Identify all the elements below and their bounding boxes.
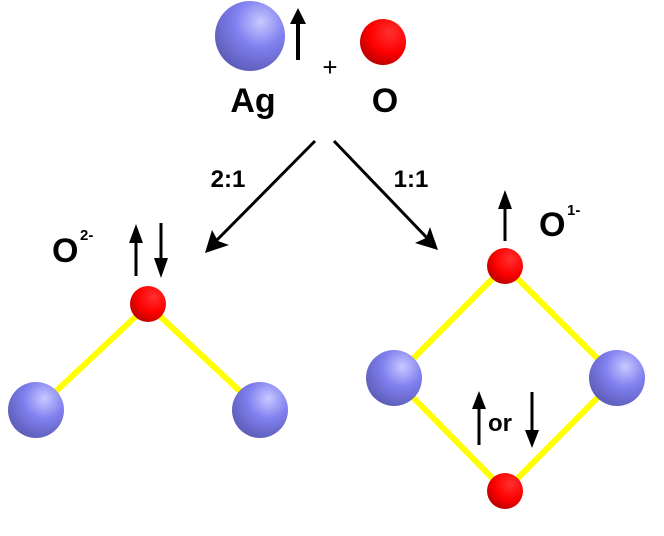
right-bonds bbox=[391, 263, 620, 494]
o2-charge-label: 2- bbox=[80, 227, 93, 244]
left-silver-atom-1 bbox=[8, 382, 64, 438]
right-silver-atom-1 bbox=[366, 350, 422, 406]
spin-up-arrow-icon bbox=[498, 190, 512, 241]
reactant-silver-atom bbox=[215, 1, 285, 71]
ratio-label-1-1: 1:1 bbox=[394, 166, 429, 193]
spin-up-arrow-icon bbox=[472, 391, 486, 445]
spin-down-arrow-icon bbox=[525, 392, 539, 448]
right-reaction-arrow-icon bbox=[332, 139, 438, 250]
o1-ion-label: O bbox=[539, 206, 565, 244]
left-silver-atom-2 bbox=[232, 382, 288, 438]
spin-down-arrow-icon bbox=[154, 223, 168, 278]
plus-sign: + bbox=[322, 52, 337, 82]
right-oxygen-atom-top bbox=[487, 248, 523, 284]
spin-up-arrow-icon bbox=[290, 8, 306, 60]
spin-or-label: or bbox=[488, 410, 512, 437]
o1-charge-label: 1- bbox=[567, 202, 580, 219]
reactant-oxygen-atom bbox=[360, 19, 406, 65]
ratio-label-2-1: 2:1 bbox=[211, 166, 246, 193]
o-label: O bbox=[372, 82, 398, 120]
spin-up-arrow-icon bbox=[129, 224, 143, 276]
ag-label: Ag bbox=[230, 82, 275, 120]
right-oxygen-atom-bottom bbox=[487, 473, 523, 509]
left-reaction-arrow-icon bbox=[205, 139, 317, 253]
right-silver-atom-2 bbox=[589, 350, 645, 406]
left-oxygen-atom bbox=[130, 286, 166, 322]
o2-ion-label: O bbox=[52, 232, 78, 270]
